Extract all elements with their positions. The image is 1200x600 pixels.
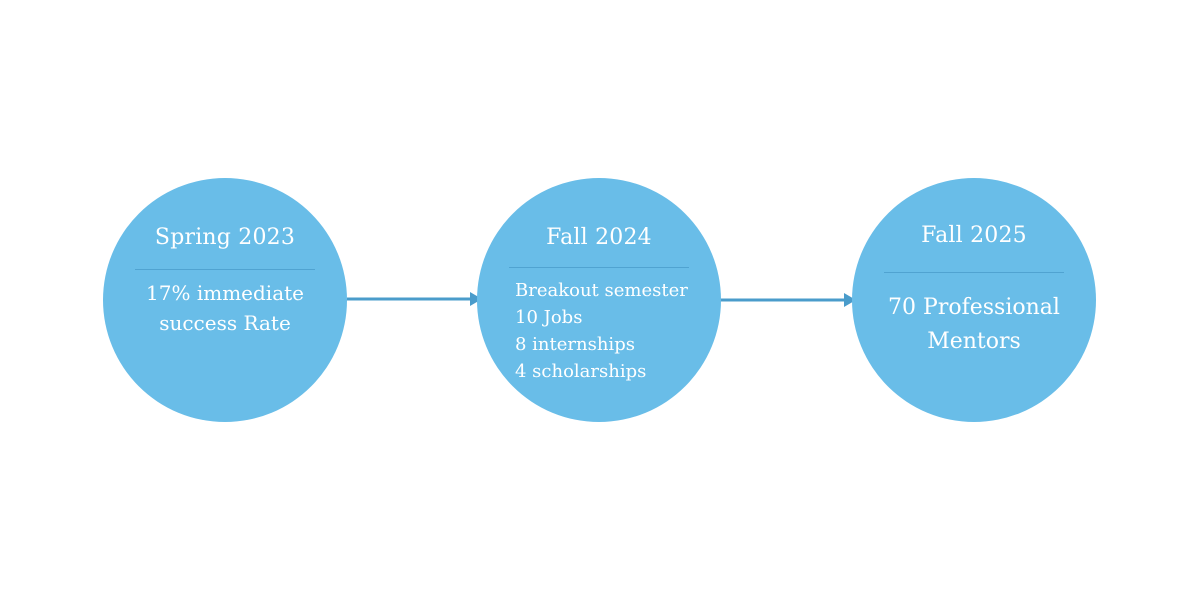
milestone-title: Fall 2024: [546, 225, 652, 250]
milestone-detail-line: 10 Jobs: [515, 307, 583, 328]
arrow-head-icon: [470, 292, 482, 306]
arrow-2-to-3: [720, 293, 856, 307]
milestone-details: 17% immediate success Rate: [103, 278, 347, 338]
milestone-title: Spring 2023: [154, 225, 296, 250]
milestone-detail-line: success Rate: [159, 311, 291, 335]
milestone-divider: [509, 267, 689, 268]
milestone-detail-line: 70 Professional: [888, 295, 1060, 320]
arrow-head-icon: [844, 293, 856, 307]
milestone-divider: [884, 272, 1064, 273]
milestone-detail-line: Breakout semester: [515, 280, 688, 301]
milestone-divider: [135, 269, 315, 270]
milestone-details: 70 Professional Mentors: [852, 291, 1096, 359]
milestone-detail-line: 8 internships: [515, 334, 635, 355]
milestone-detail-line: 17% immediate: [146, 281, 304, 305]
milestone-detail-line: Mentors: [927, 329, 1021, 354]
milestone-node-fall-2024: Fall 2024 Breakout semester 10 Jobs 8 in…: [477, 178, 721, 422]
milestone-title: Fall 2025: [921, 223, 1027, 248]
milestone-detail-line: 4 scholarships: [515, 361, 647, 382]
milestone-node-fall-2025: Fall 2025 70 Professional Mentors: [852, 178, 1096, 422]
arrow-1-to-2: [347, 292, 482, 306]
milestone-node-spring-2023: Spring 2023 17% immediate success Rate: [103, 178, 347, 422]
milestone-details: Breakout semester 10 Jobs 8 internships …: [515, 277, 688, 385]
